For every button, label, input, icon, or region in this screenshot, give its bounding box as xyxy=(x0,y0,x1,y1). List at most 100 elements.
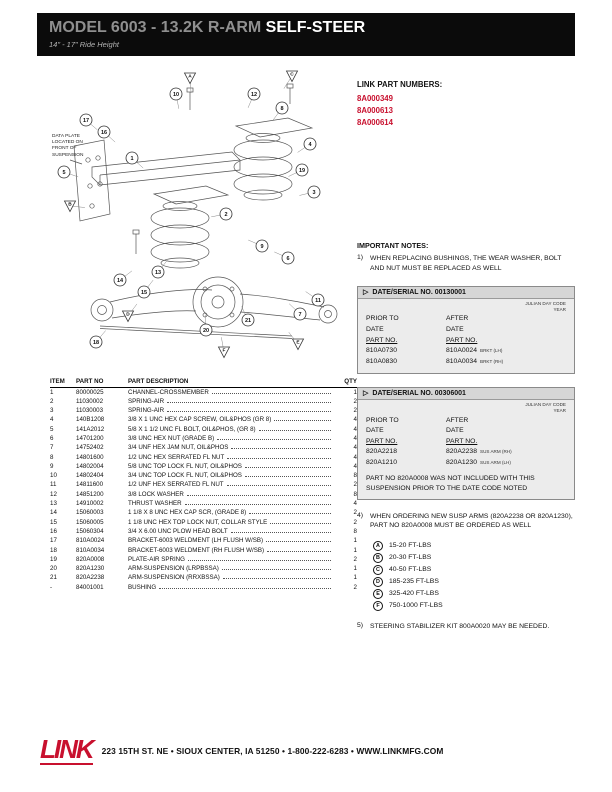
svg-text:20: 20 xyxy=(203,328,209,334)
date-label: DATE xyxy=(366,427,384,435)
part-description: 1/2 UNC HEX SERRATED FL NUT xyxy=(128,453,333,462)
part-description: BUSHING xyxy=(128,583,333,592)
part-item-number: 9 xyxy=(50,462,54,470)
part-item-number: 16 xyxy=(50,527,57,535)
dot-leader xyxy=(167,411,331,413)
item-callout-balloon xyxy=(169,87,183,101)
air-spring-right xyxy=(233,133,293,201)
link-part-number: 8A000613 xyxy=(357,106,393,116)
part-number: 14910002 xyxy=(76,500,104,508)
svg-text:10: 10 xyxy=(173,92,179,98)
dot-leader xyxy=(227,457,331,459)
year-label: YEAR xyxy=(553,306,566,312)
date-label: DATE xyxy=(446,427,464,435)
part-item-number: 21 xyxy=(50,574,57,582)
dot-leader xyxy=(267,550,331,552)
important-notes-heading: IMPORTANT NOTES: xyxy=(357,241,429,251)
prior-part-no: 820A1210 xyxy=(366,458,397,466)
item-callout-balloon xyxy=(295,163,309,177)
part-number: 140B1208 xyxy=(76,416,105,424)
part-qty: 4 xyxy=(353,416,357,424)
dot-leader xyxy=(159,587,331,589)
part-qty: 1 xyxy=(353,546,357,554)
torque-letter-badge: C xyxy=(373,564,383,575)
item-callout-balloon xyxy=(79,113,93,127)
note-5-text: STEERING STABILIZER KIT 800A0020 MAY BE … xyxy=(370,622,550,630)
torque-flag-marker xyxy=(121,310,135,323)
part-qty: 8 xyxy=(353,490,357,498)
part-item-number: 2 xyxy=(50,397,54,405)
part-item-number: 14 xyxy=(50,509,57,517)
part-qty: 4 xyxy=(353,500,357,508)
serial-box-1-title: DATE/SERIAL NO. 00130001 xyxy=(372,288,466,296)
part-number: 15060003 xyxy=(76,509,104,517)
dot-leader xyxy=(217,438,331,440)
dot-leader xyxy=(231,448,331,450)
part-description: 1 1/8 X 8 UNC HEX CAP SCR, (GRADE 8) xyxy=(128,508,333,517)
link-part-number: 8A000349 xyxy=(357,94,393,103)
footer: LINK 223 15TH ST. NE • SIOUX CENTER, IA … xyxy=(40,736,576,765)
important-notes-block: IMPORTANT NOTES: 1) WHEN REPLACING BUSHI… xyxy=(357,241,575,273)
part-note: SUS ARM (LH) xyxy=(480,459,511,465)
link-logo: LINK xyxy=(40,734,95,765)
part-number: 11030003 xyxy=(76,407,104,415)
prior-part-no: 810A0730 xyxy=(366,347,397,355)
item-callout-balloon xyxy=(311,293,325,307)
col-description: PART DESCRIPTION xyxy=(128,378,189,385)
part-number: 84001001 xyxy=(76,583,104,591)
item-callout-balloon xyxy=(241,313,255,327)
torque-letter-badge: A xyxy=(373,540,383,551)
item-callout-balloon xyxy=(219,207,233,221)
torque-flag-marker xyxy=(183,72,197,85)
dot-leader xyxy=(266,541,331,543)
part-qty: 2 xyxy=(353,397,357,405)
part-qty: 1 xyxy=(353,388,357,396)
svg-text:19: 19 xyxy=(299,168,305,174)
note-5-number: 5) xyxy=(357,621,364,629)
torque-flag-marker xyxy=(217,346,231,359)
part-note: SUS ARM (RH) xyxy=(480,449,512,455)
torque-value: 15-20 FT-LBS xyxy=(389,542,432,550)
julian-day-code-label: JULIAN DAY CODE xyxy=(525,402,566,408)
julian-day-code-label: JULIAN DAY CODE xyxy=(525,300,566,306)
part-qty: 8 xyxy=(353,472,357,480)
part-qty: 4 xyxy=(353,425,357,433)
date-label: DATE xyxy=(366,325,384,333)
flag-arrow-icon: ▷ xyxy=(363,390,369,398)
part-number: 14851200 xyxy=(76,490,104,498)
note-4: 4) WHEN ORDERING NEW SUSP ARMS (820A2238… xyxy=(357,512,575,531)
frame-bracket xyxy=(69,139,111,222)
serial-box-1-body: PRIOR TO AFTER DATE DATE PART NO. PART N… xyxy=(358,312,574,373)
item-callout-balloon xyxy=(293,307,307,321)
page-title: MODEL 6003 - 13.2K R-ARM SELF-STEER xyxy=(49,18,563,38)
part-item-number: 8 xyxy=(50,453,54,461)
svg-text:2: 2 xyxy=(224,212,227,218)
data-plate-note: DATA PLATE LOCATED ON FRONT OF SUSPENSIO… xyxy=(52,134,84,158)
col-qty: QTY xyxy=(344,378,357,385)
torque-letter-badge: F xyxy=(373,600,383,611)
part-number: 80000025 xyxy=(76,388,104,396)
part-qty: 1 xyxy=(353,565,357,573)
item-callout-balloon xyxy=(303,137,317,151)
part-number: 14811600 xyxy=(76,481,104,489)
dot-leader xyxy=(244,476,331,478)
page-title-model: MODEL 6003 - 13.2K R-ARM xyxy=(49,19,266,36)
